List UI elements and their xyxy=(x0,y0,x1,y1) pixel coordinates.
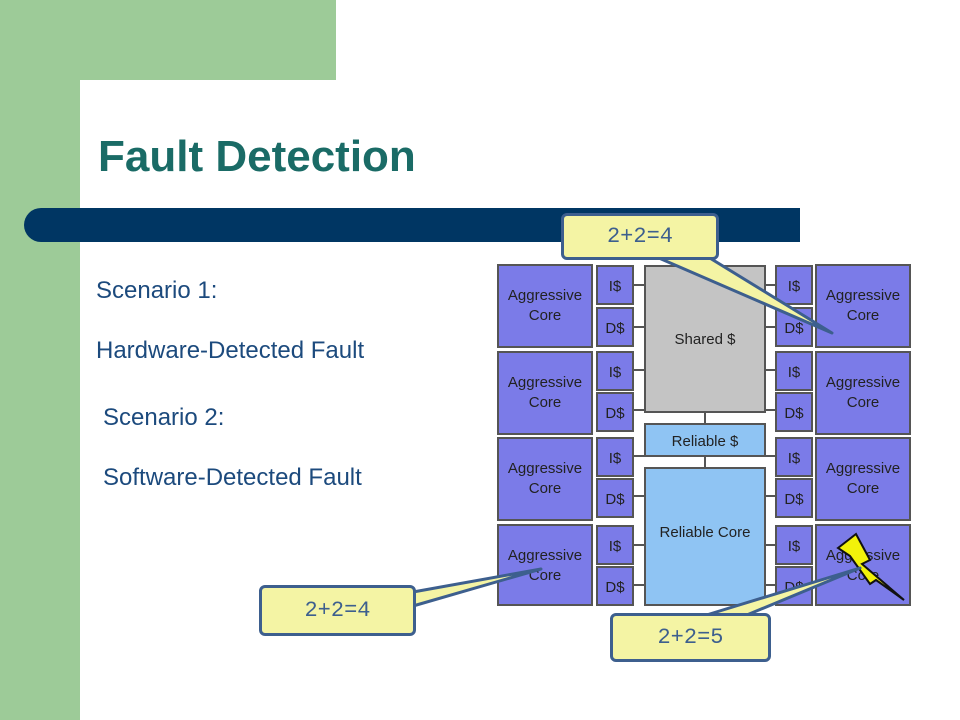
scenario1-text: Hardware-Detected Fault xyxy=(96,337,365,364)
svg-text:I$: I$ xyxy=(609,450,622,467)
svg-text:Aggressive: Aggressive xyxy=(826,287,900,304)
svg-text:Aggressive: Aggressive xyxy=(508,374,582,391)
svg-text:D$: D$ xyxy=(605,405,625,422)
svg-text:I$: I$ xyxy=(788,278,801,295)
right-core-1: Aggressive Core xyxy=(815,264,911,348)
callout-bottom-right: 2+2=5 xyxy=(610,613,771,662)
svg-text:I$: I$ xyxy=(788,450,801,467)
svg-text:Aggressive: Aggressive xyxy=(508,547,582,564)
svg-text:Core: Core xyxy=(847,394,880,411)
svg-text:I$: I$ xyxy=(609,538,622,555)
svg-text:Shared $: Shared $ xyxy=(675,331,737,348)
svg-text:D$: D$ xyxy=(784,405,804,422)
slide-title: Fault Detection xyxy=(98,132,416,181)
svg-text:D$: D$ xyxy=(605,491,625,508)
svg-text:Core: Core xyxy=(529,307,562,324)
svg-text:I$: I$ xyxy=(609,364,622,381)
svg-text:Aggressive: Aggressive xyxy=(826,374,900,391)
svg-text:D$: D$ xyxy=(784,491,804,508)
svg-text:Core: Core xyxy=(847,480,880,497)
reliable-cache: Reliable $ xyxy=(644,423,766,457)
scenario2-text: Software-Detected Fault xyxy=(103,464,362,491)
callout-top: 2+2=4 xyxy=(561,213,719,260)
left-core-2: Aggressive Core xyxy=(497,351,593,435)
left-green-strip xyxy=(0,0,80,720)
svg-text:Core: Core xyxy=(529,480,562,497)
callout-bottom-left: 2+2=4 xyxy=(259,585,416,636)
svg-text:I$: I$ xyxy=(609,278,622,295)
svg-text:D$: D$ xyxy=(605,320,625,337)
right-core-2: Aggressive Core xyxy=(815,351,911,435)
svg-text:I$: I$ xyxy=(788,364,801,381)
scenario2-label: Scenario 2: xyxy=(103,404,225,431)
bus-lines xyxy=(634,284,775,586)
scenario1-label: Scenario 1: xyxy=(96,277,218,304)
svg-text:D$: D$ xyxy=(784,320,804,337)
left-core-1: Aggressive Core xyxy=(497,264,593,348)
lightning-bolt-icon xyxy=(836,532,905,601)
reliable-core: Reliable Core xyxy=(644,467,766,606)
right-core-3: Aggressive Core xyxy=(815,437,911,521)
svg-text:Aggressive: Aggressive xyxy=(826,460,900,477)
svg-text:Reliable $: Reliable $ xyxy=(672,433,739,450)
svg-text:Core: Core xyxy=(529,394,562,411)
left-core-3: Aggressive Core xyxy=(497,437,593,521)
left-core-4: Aggressive Core xyxy=(497,524,593,606)
top-green-block xyxy=(0,0,336,80)
svg-text:I$: I$ xyxy=(788,538,801,555)
svg-text:Aggressive: Aggressive xyxy=(508,460,582,477)
svg-text:Aggressive: Aggressive xyxy=(508,287,582,304)
left-caches: I$ D$ I$ D$ I$ D$ I$ D$ xyxy=(596,265,634,606)
svg-text:Core: Core xyxy=(847,307,880,324)
svg-text:D$: D$ xyxy=(605,579,625,596)
svg-text:Reliable Core: Reliable Core xyxy=(660,524,751,541)
